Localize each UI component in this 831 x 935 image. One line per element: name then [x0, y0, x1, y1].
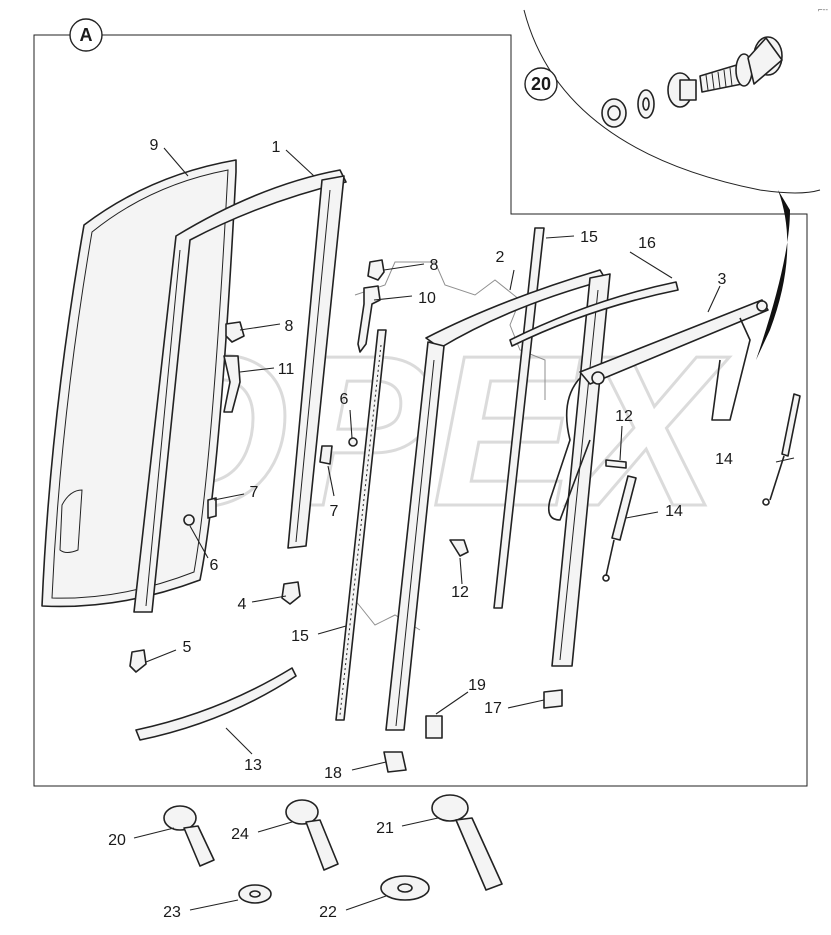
callout-20: 20: [108, 832, 126, 849]
callout-18: 18: [324, 765, 342, 782]
washer-detail: [637, 89, 655, 119]
callout-14-right: 14: [715, 451, 733, 468]
part-6-bushing-upper: [348, 437, 358, 447]
part-23-washer: [238, 884, 272, 904]
callout-4: 4: [238, 596, 247, 613]
bushing-detail: [667, 72, 697, 108]
callout-10: 10: [418, 290, 436, 307]
part-14-gas-strut-middle: [602, 475, 637, 582]
callout-6-upper: 6: [340, 391, 349, 408]
detail-20-inset: 20: [523, 9, 821, 360]
callout-19: 19: [468, 677, 486, 694]
detail-leader-swoosh: [756, 190, 790, 360]
callout-5: 5: [183, 639, 192, 656]
nut-detail: [601, 98, 627, 128]
view-a-badge: A: [69, 18, 103, 52]
part-12-pin-lower: [449, 539, 469, 557]
part-8-hinge-upper: [367, 259, 385, 281]
callout-8-upper: 8: [430, 257, 439, 274]
callout-3: 3: [718, 271, 727, 288]
part-5-clip: [129, 649, 147, 673]
callout-9: 9: [150, 137, 159, 154]
view-a-frame: [33, 34, 808, 787]
part-16-rod: [509, 281, 679, 347]
leader-lines: [133, 147, 795, 911]
part-13-lower-seal: [135, 667, 297, 741]
callout-1: 1: [272, 139, 281, 156]
part-21-bolt: [431, 794, 503, 891]
callout-16: 16: [638, 235, 656, 252]
callout-15-upper: 15: [580, 229, 598, 246]
part-24-bolt: [285, 799, 339, 871]
view-a-label: A: [80, 25, 93, 45]
callout-6-lower: 6: [210, 557, 219, 574]
part-1-door-frame: [133, 169, 347, 613]
callout-2: 2: [496, 249, 505, 266]
callout-14-middle: 14: [665, 503, 683, 520]
callout-22: 22: [319, 904, 337, 921]
callout-12-lower: 12: [451, 584, 469, 601]
corner-mark: ⌐--: [818, 5, 828, 14]
callout-11: 11: [278, 361, 295, 378]
callout-15-lower: 15: [291, 628, 309, 645]
bolt-detail: [699, 36, 783, 93]
callout-23: 23: [163, 904, 181, 921]
part-19-block: [425, 715, 443, 739]
part-8-hinge-lower: [225, 321, 245, 343]
callout-labels: 9 1 15 16 2 3 8 10 8 11 6 12 14 7 7 14 6…: [108, 137, 733, 921]
callout-21: 21: [376, 820, 394, 837]
part-11-handle: [223, 355, 241, 413]
part-17-bracket: [543, 689, 563, 709]
part-18-bracket: [383, 751, 407, 773]
callout-17: 17: [484, 700, 502, 717]
callout-24: 24: [231, 826, 249, 843]
part-10-latch: [357, 285, 381, 353]
part-14-gas-strut-right: [762, 393, 801, 506]
part-15-seal-strip-upper: [493, 227, 545, 609]
callout-7-right: 7: [330, 503, 339, 520]
part-22-washer: [380, 875, 430, 901]
part-20-bolt: [163, 805, 215, 867]
part-6-bushing-lower: [183, 514, 195, 526]
detail-20-label: 20: [531, 74, 551, 94]
part-7-bracket-right: [319, 445, 333, 465]
part-4-clip: [281, 581, 301, 605]
callout-7-left: 7: [250, 484, 259, 501]
part-7-bracket-left: [207, 497, 217, 519]
part-3-linkage-arm: [547, 299, 769, 521]
callout-12-upper: 12: [615, 408, 633, 425]
part-12-pin-upper: [605, 459, 627, 469]
callout-13: 13: [244, 757, 262, 774]
part-15-seal-strip-lower: [335, 329, 387, 721]
callout-8-lower: 8: [285, 318, 294, 335]
